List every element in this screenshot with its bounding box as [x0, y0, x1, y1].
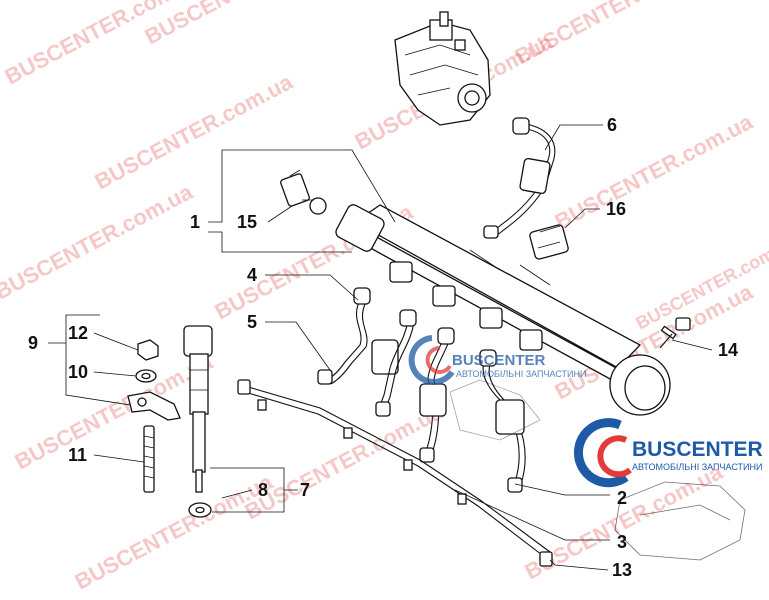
brand-logo: BUSCENTER АВТОМОБІЛЬНІ ЗАПЧАСТИНИ	[573, 418, 763, 561]
small-parts	[135, 339, 212, 518]
return-line	[237, 379, 553, 567]
injector-pipes	[317, 287, 526, 493]
pressure-sensor	[280, 169, 327, 215]
watermark-text: BUSCENTER.com.ua	[71, 469, 278, 595]
logo-name: BUSCENTER	[632, 438, 763, 461]
callout-8: 8	[258, 480, 268, 500]
callout-13: 13	[612, 560, 632, 580]
screw-14	[659, 317, 691, 349]
connector-16	[529, 224, 569, 260]
callout-14: 14	[718, 340, 738, 360]
brand-logo: BUSCENTER АВТОМОБІЛЬНІ ЗАПЧАСТИНИ	[408, 335, 586, 441]
watermark-text: BUSCENTER.com.ua	[141, 0, 348, 49]
callout-15: 15	[237, 212, 257, 232]
injector	[183, 325, 213, 493]
callout-9: 9	[28, 333, 38, 353]
callout-10: 10	[68, 362, 88, 382]
high-pressure-pump	[394, 11, 491, 126]
watermark-text: BUSCENTER.com.ua	[0, 179, 197, 305]
watermark-text: BUSCENTER.com.ua	[551, 109, 758, 235]
injector-clamp	[127, 391, 181, 421]
logo-tagline: АВТОМОБІЛЬНІ ЗАПЧАСТИНИ	[456, 369, 586, 379]
callout-2: 2	[617, 488, 627, 508]
watermark-text: BUSCENTER.com.ua	[11, 349, 218, 475]
callout-7: 7	[300, 480, 310, 500]
callout-11: 11	[68, 445, 87, 465]
callout-16: 16	[606, 199, 626, 219]
pipe-6	[483, 117, 556, 239]
logo-tagline: АВТОМОБІЛЬНІ ЗАПЧАСТИНИ	[632, 462, 762, 472]
callout-1: 1	[190, 212, 200, 232]
callout-4: 4	[247, 265, 257, 285]
common-rail	[335, 204, 671, 416]
watermark-text: BUSCENTER.com.ua	[241, 399, 448, 525]
callout-labels: 1 2 3 4 5 6 7 8 9 10 11 12 13 14 15 16	[28, 115, 738, 580]
callout-3: 3	[617, 532, 627, 552]
callout-5: 5	[247, 312, 257, 332]
logo-name: BUSCENTER	[452, 352, 546, 369]
leader-lines	[48, 124, 713, 571]
callout-6: 6	[607, 115, 617, 135]
watermark-text: BUSCENTER.com.ua	[91, 69, 298, 195]
callout-12: 12	[68, 323, 88, 343]
